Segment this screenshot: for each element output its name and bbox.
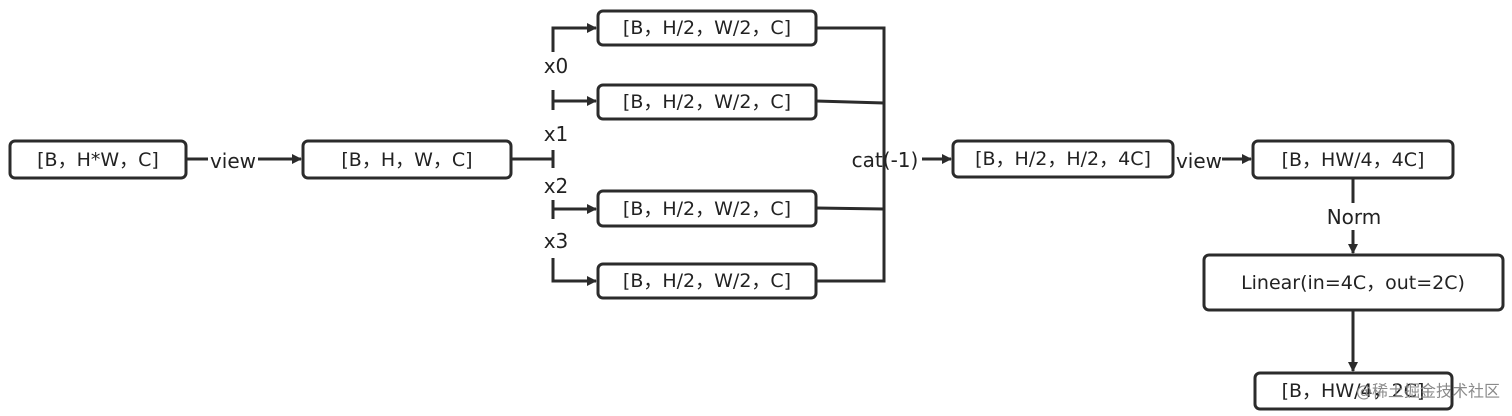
edge-slice-x1-to-collector	[815, 99, 885, 105]
edge-label-view-2: view	[1176, 149, 1222, 173]
edge-slice-x2-to-collector	[815, 206, 885, 211]
node-input-text: [B，H*W，C]	[37, 149, 159, 171]
node-concatenated-text: [B，H/2，H/2，4C]	[975, 148, 1151, 170]
node-slice-x0-box	[596, 9, 818, 47]
node-concatenated-box	[951, 139, 1175, 179]
node-flattened-box	[1251, 139, 1455, 180]
node-slice-x2-box	[596, 189, 818, 228]
node-reshaped-text: [B，H，W，C]	[341, 149, 472, 171]
edge-label-view-1: view	[210, 149, 256, 173]
node-slice-x1-text: [B，H/2，W/2，C]	[623, 91, 791, 113]
node-slice-x0-text: [B，H/2，W/2，C]	[623, 17, 791, 39]
edge-x0-branch	[551, 23, 597, 52]
edge-label-x1: x1	[544, 122, 569, 146]
edge-slice-x0-to-collector	[816, 26, 886, 283]
edge-label-x0: x0	[544, 54, 569, 78]
nodes	[8, 9, 1505, 411]
node-slice-x3-box	[596, 262, 818, 300]
edge-label-cat: cat(-1)	[852, 148, 919, 172]
node-output-text: [B，HW/4，2C]	[1282, 380, 1425, 402]
node-linear-text: Linear(in=4C，out=2C)	[1241, 272, 1465, 294]
node-input-box	[8, 139, 188, 180]
watermark: @稀土掘金技术社区	[1356, 382, 1500, 401]
edge-labels: view x0 x1 x2 x3 cat(-1) view Norm	[210, 54, 1381, 253]
edge-x3-branch	[551, 258, 597, 286]
node-reshaped-box	[301, 139, 513, 180]
node-slice-x3-text: [B，H/2，W/2，C]	[623, 270, 791, 292]
node-slice-x1-box	[596, 83, 818, 121]
node-labels: [B，H*W，C] [B，H，W，C] [B，H/2，W/2，C] [B，H/2…	[37, 17, 1465, 402]
edge-label-x2: x2	[544, 174, 569, 198]
edge-label-norm: Norm	[1327, 205, 1382, 229]
connectors	[186, 23, 1358, 372]
node-output-box	[1253, 371, 1454, 411]
node-slice-x2-text: [B，H/2，W/2，C]	[623, 198, 791, 220]
node-linear-box	[1202, 253, 1505, 312]
edge-label-x3: x3	[544, 229, 569, 253]
node-flattened-text: [B，HW/4，4C]	[1282, 149, 1425, 171]
